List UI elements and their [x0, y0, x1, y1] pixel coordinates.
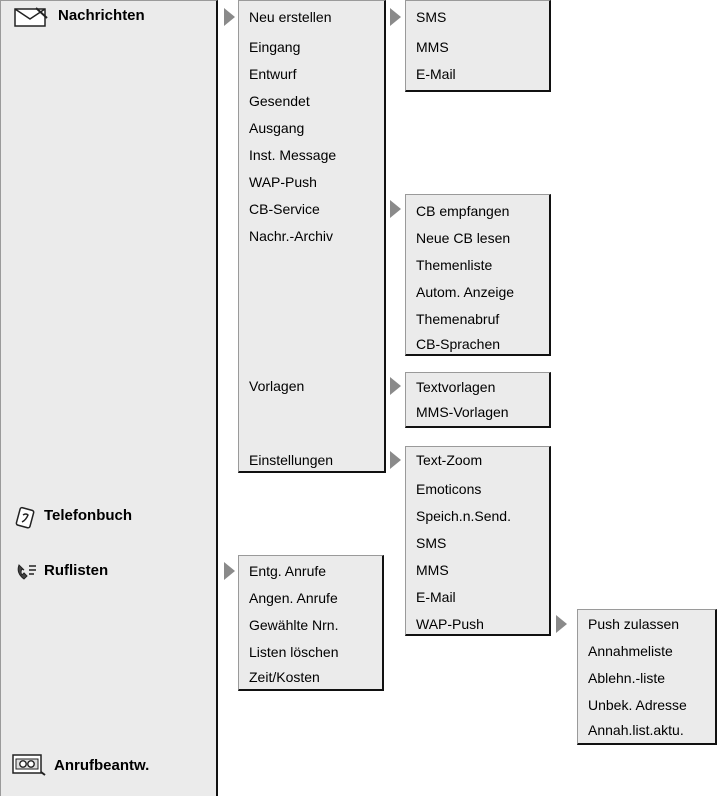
submenu-item[interactable]: Push zulassen — [588, 616, 680, 632]
submenu-item[interactable]: E-Mail — [416, 66, 456, 82]
chevron-right-icon — [390, 377, 401, 395]
submenu-item[interactable]: E-Mail — [416, 589, 456, 605]
phonebook-icon — [15, 506, 35, 529]
submenu-item[interactable]: Textvorlagen — [416, 379, 496, 395]
submenu-item[interactable]: Emoticons — [416, 481, 482, 497]
submenu-item[interactable]: WAP-Push — [416, 616, 484, 632]
submenu-item[interactable]: Entwurf — [249, 66, 297, 82]
chevron-right-icon — [390, 451, 401, 469]
submenu-item[interactable]: Neu erstellen — [249, 9, 332, 25]
submenu-item[interactable]: CB empfangen — [416, 203, 510, 219]
submenu-item[interactable]: Nachr.-Archiv — [249, 228, 334, 244]
submenu-item[interactable]: Angen. Anrufe — [249, 590, 338, 606]
call-list-icon — [17, 564, 36, 580]
submenu-item[interactable]: Ablehn.-liste — [588, 670, 666, 686]
submenu-item[interactable]: Inst. Message — [249, 147, 337, 163]
main-menu-panel — [0, 0, 218, 796]
chevron-right-icon — [224, 8, 235, 26]
submenu-item[interactable]: CB-Service — [249, 201, 320, 217]
submenu-item[interactable]: SMS — [416, 9, 447, 25]
submenu-item[interactable]: Annah.list.aktu. — [588, 722, 684, 738]
nachrichten-submenu-panel — [238, 0, 386, 473]
submenu-item[interactable]: Eingang — [249, 39, 301, 55]
submenu-item[interactable]: Neue CB lesen — [416, 230, 511, 246]
menu-item-nachrichten[interactable]: Nachrichten — [58, 7, 145, 24]
chevron-right-icon — [390, 8, 401, 26]
submenu-item[interactable]: WAP-Push — [249, 174, 317, 190]
envelope-icon — [14, 7, 48, 27]
submenu-item[interactable]: Gewählte Nrn. — [249, 617, 339, 633]
submenu-item[interactable]: Vorlagen — [249, 378, 305, 394]
menu-item-telefonbuch[interactable]: Telefonbuch — [44, 507, 133, 524]
submenu-item[interactable]: Themenabruf — [416, 311, 500, 327]
submenu-item[interactable]: Ausgang — [249, 120, 305, 136]
ruflisten-submenu-panel — [238, 555, 384, 691]
submenu-item[interactable]: Annahmeliste — [588, 643, 673, 659]
chevron-right-icon — [556, 615, 567, 633]
submenu-item[interactable]: SMS — [416, 535, 447, 551]
submenu-item[interactable]: Entg. Anrufe — [249, 563, 327, 579]
submenu-item[interactable]: Autom. Anzeige — [416, 284, 515, 300]
submenu-item[interactable]: Gesendet — [249, 93, 310, 109]
wap-push-submenu-panel — [577, 609, 717, 745]
menu-item-ruflisten[interactable]: Ruflisten — [44, 562, 109, 579]
vorlagen-submenu-panel — [405, 372, 551, 428]
submenu-item[interactable]: Text-Zoom — [416, 452, 483, 468]
submenu-item[interactable]: Einstellungen — [249, 452, 334, 468]
einstellungen-submenu-panel — [405, 446, 551, 636]
submenu-item[interactable]: Listen löschen — [249, 644, 339, 660]
chevron-right-icon — [390, 200, 401, 218]
submenu-item[interactable]: MMS-Vorlagen — [416, 404, 509, 420]
submenu-item[interactable]: MMS — [416, 562, 449, 578]
submenu-item[interactable]: CB-Sprachen — [416, 336, 501, 352]
answering-machine-icon — [12, 754, 46, 776]
submenu-item[interactable]: Themenliste — [416, 257, 493, 273]
cb-service-submenu-panel — [405, 194, 551, 356]
submenu-item[interactable]: MMS — [416, 39, 449, 55]
submenu-item[interactable]: Zeit/Kosten — [249, 669, 320, 685]
neu-erstellen-submenu-panel — [405, 0, 551, 92]
submenu-item[interactable]: Unbek. Adresse — [588, 697, 687, 713]
submenu-item[interactable]: Speich.n.Send. — [416, 508, 511, 524]
menu-item-anrufbeantw[interactable]: Anrufbeantw. — [54, 757, 150, 774]
chevron-right-icon — [224, 562, 235, 580]
